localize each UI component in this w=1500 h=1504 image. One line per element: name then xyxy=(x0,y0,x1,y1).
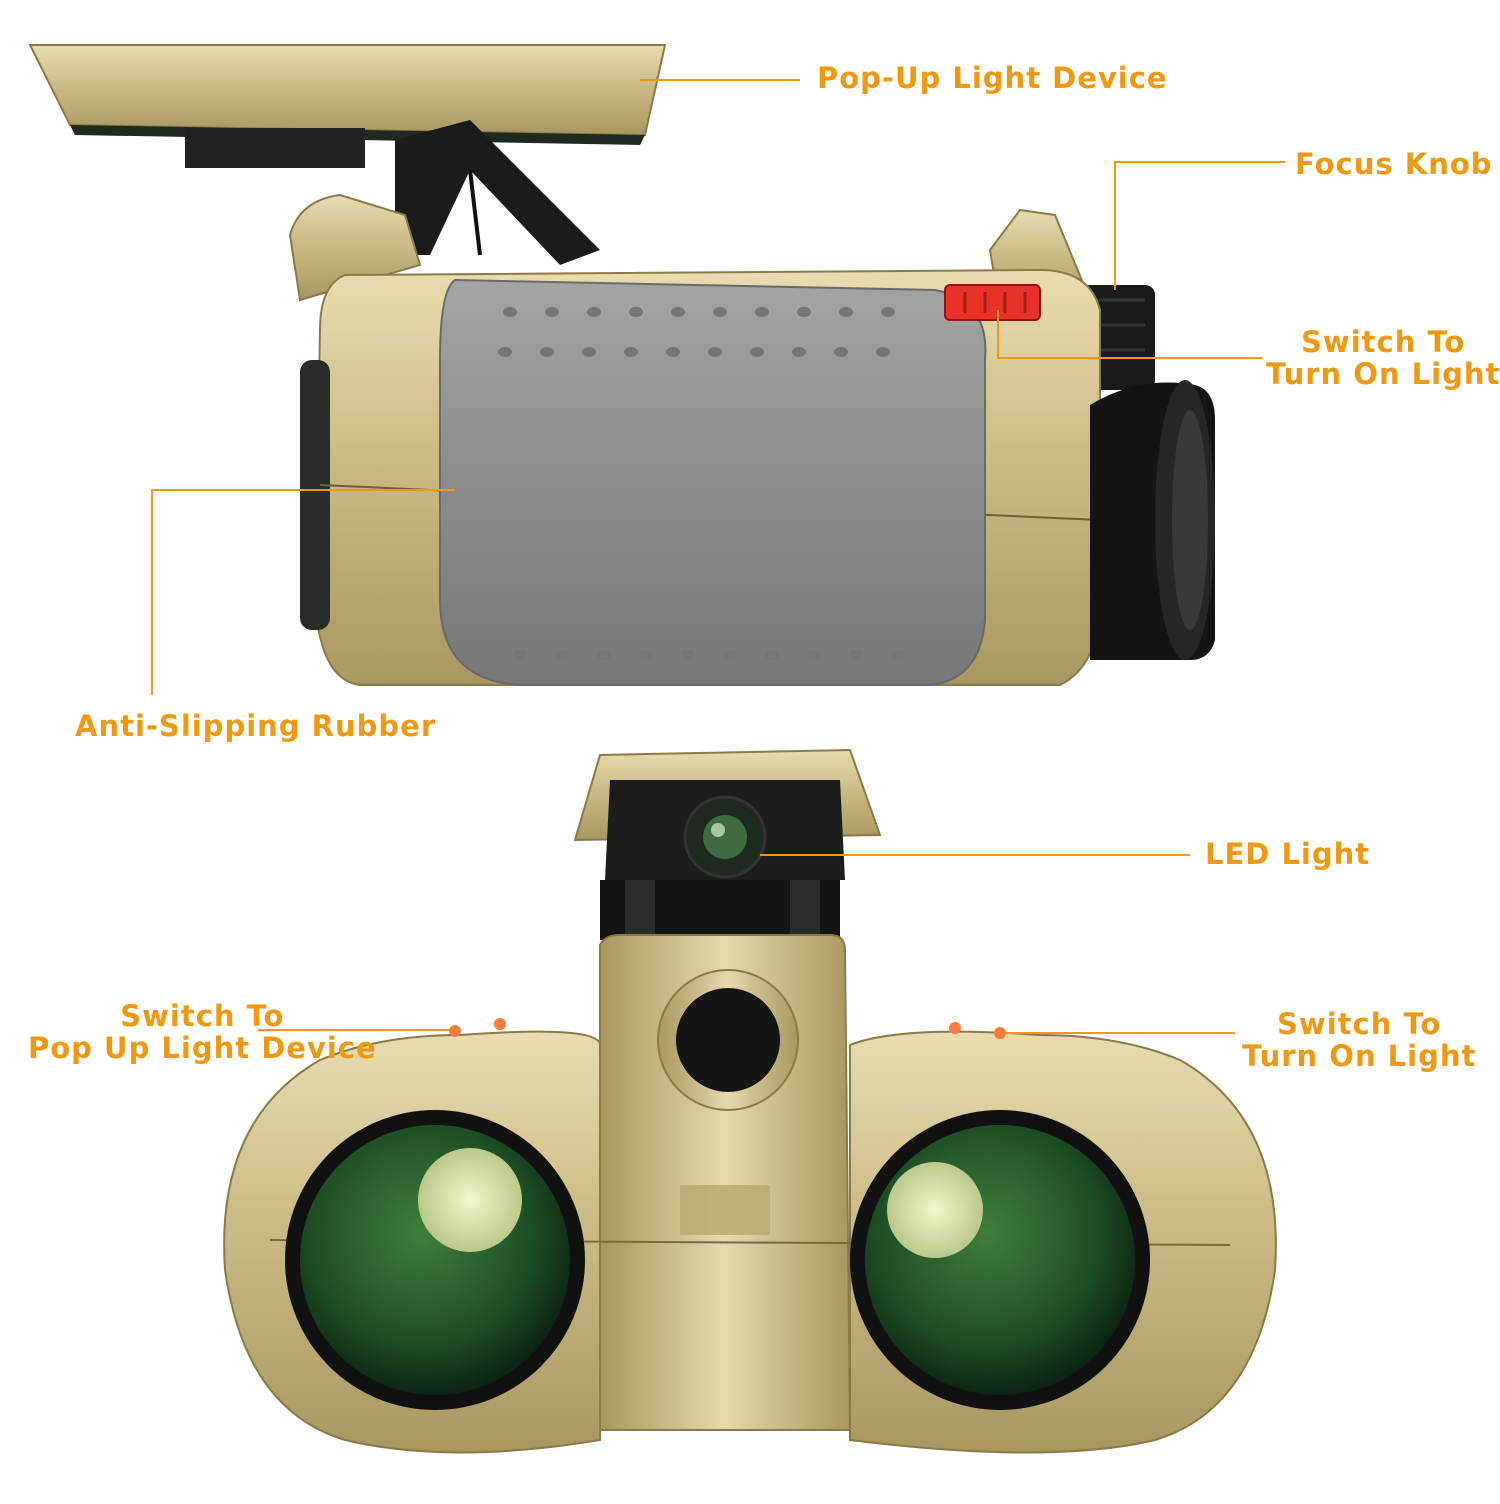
rubber-dot xyxy=(498,347,512,357)
popup-hinge xyxy=(185,128,365,168)
popup-light-panel xyxy=(28,44,667,137)
label-switch-light-top: Switch To Turn On Light xyxy=(1266,326,1500,390)
label-switch-popup: Switch To Pop Up Light Device xyxy=(28,1000,377,1064)
light-switch-bump-2 xyxy=(994,1027,1006,1039)
rubber-dot xyxy=(849,650,863,660)
rubber-dot xyxy=(629,307,643,317)
rubber-dot xyxy=(671,307,685,317)
rubber-dot xyxy=(839,307,853,317)
rubber-dot xyxy=(582,347,596,357)
rubber-dot xyxy=(750,347,764,357)
label-switch-light-top-line-2: Turn On Light xyxy=(1266,357,1500,391)
rubber-dot xyxy=(792,347,806,357)
label-focus-knob: Focus Knob xyxy=(1295,147,1493,181)
right-lens xyxy=(865,1125,1135,1395)
label-switch-light-bottom-line-2: Turn On Light xyxy=(1242,1039,1477,1073)
rubber-dot xyxy=(545,307,559,317)
rubber-dot xyxy=(597,650,611,660)
popup-bracket xyxy=(395,120,600,265)
rubber-dot xyxy=(876,347,890,357)
front-view-binoculars xyxy=(223,748,1277,1454)
label-anti-slipping-rubber: Anti-Slipping Rubber xyxy=(75,709,437,743)
red-light-switch xyxy=(944,284,1041,321)
label-switch-light-top-line-1: Switch To xyxy=(1301,325,1466,359)
rubber-dot xyxy=(681,650,695,660)
popup-switch-bump-2 xyxy=(494,1018,506,1030)
rubber-dot xyxy=(666,347,680,357)
anti-slipping-rubber xyxy=(439,278,987,686)
light-switch-bump-1 xyxy=(949,1022,961,1034)
rubber-dot xyxy=(713,307,727,317)
rubber-dot xyxy=(891,650,905,660)
leader-lines xyxy=(151,79,1285,1034)
rubber-dot xyxy=(797,307,811,317)
popup-switch-bump-1 xyxy=(449,1025,461,1037)
label-led-light: LED Light xyxy=(1205,837,1371,871)
side-view-binoculars xyxy=(28,44,1215,686)
label-switch-popup-line-2: Pop Up Light Device xyxy=(28,1031,377,1065)
label-switch-light-bottom: Switch To Turn On Light xyxy=(1242,1008,1476,1072)
rubber-dot xyxy=(708,347,722,357)
label-popup-light-device: Pop-Up Light Device xyxy=(817,61,1168,95)
rubber-dots xyxy=(498,307,905,660)
rubber-dot xyxy=(540,347,554,357)
rubber-dot xyxy=(503,307,517,317)
rubber-dot xyxy=(807,650,821,660)
rubber-dot xyxy=(587,307,601,317)
rubber-dot xyxy=(881,307,895,317)
label-switch-light-bottom-line-1: Switch To xyxy=(1277,1007,1442,1041)
rubber-dot xyxy=(513,650,527,660)
rubber-dot xyxy=(834,347,848,357)
rubber-dot xyxy=(723,650,737,660)
rubber-dot xyxy=(755,307,769,317)
label-switch-popup-line-1: Switch To xyxy=(120,999,285,1033)
rubber-dot xyxy=(639,650,653,660)
rubber-dot xyxy=(765,650,779,660)
leader-anti-slipping-rubber xyxy=(151,489,455,695)
rubber-dot xyxy=(555,650,569,660)
rubber-dot xyxy=(624,347,638,357)
leader-switch-light-top xyxy=(997,310,1262,359)
leader-focus-knob xyxy=(1114,161,1285,290)
